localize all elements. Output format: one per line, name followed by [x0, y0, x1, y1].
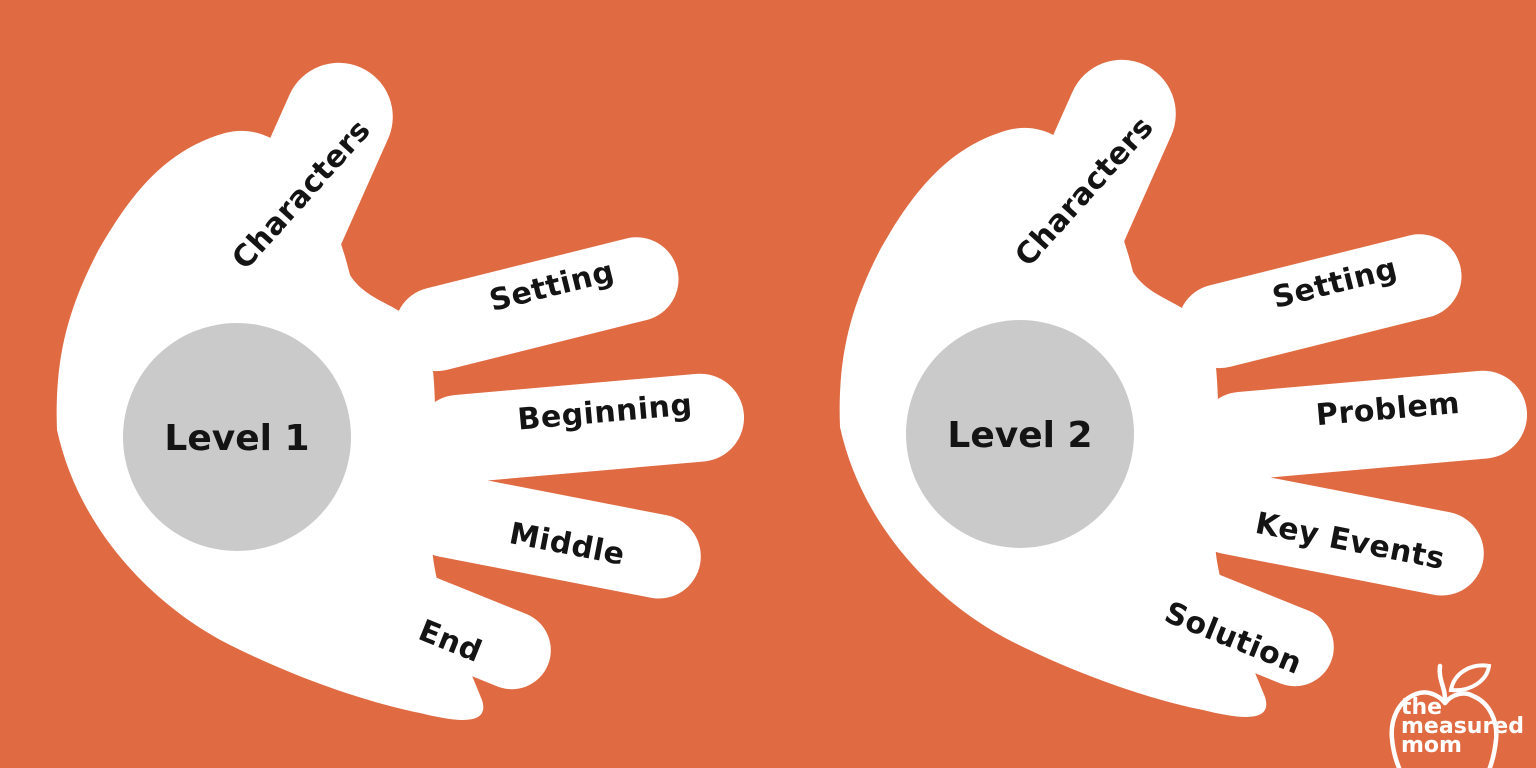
logo-text-line: measured: [1401, 714, 1524, 739]
apple-body-left: [1389, 690, 1448, 768]
logo-text: the measured mom: [1401, 695, 1524, 758]
thumb-shape: [999, 59, 1176, 321]
finger-shape: [1197, 370, 1528, 480]
finger-shape: [1187, 470, 1484, 596]
apple-stem: [1437, 663, 1448, 705]
finger-shape: [1177, 234, 1462, 369]
logo-text-line: the: [1401, 695, 1443, 720]
finger-shape: [364, 567, 551, 690]
apple-leaf: [1448, 663, 1492, 693]
hand-silhouette: [56, 62, 745, 720]
apple-icon: [1389, 663, 1499, 768]
hand-level-2: Characters Setting Problem Key Events So…: [823, 52, 1536, 732]
palm-circle: [123, 323, 351, 551]
finger-shape: [414, 373, 745, 483]
finger-shape: [1147, 564, 1334, 687]
finger-shape: [394, 237, 679, 372]
thumb-shape: [216, 62, 393, 324]
apple-body-right: [1442, 691, 1499, 768]
level-label: Level 2: [947, 415, 1093, 456]
level-label: Level 1: [164, 418, 310, 459]
measured-mom-logo: the measured mom: [1388, 636, 1536, 768]
palm-circle: [906, 320, 1134, 548]
hand-level-1: Characters Setting Beginning Middle End …: [40, 55, 760, 735]
hand-silhouette: [839, 59, 1528, 717]
finger-shape: [404, 473, 701, 599]
logo-text-line: mom: [1401, 733, 1462, 758]
